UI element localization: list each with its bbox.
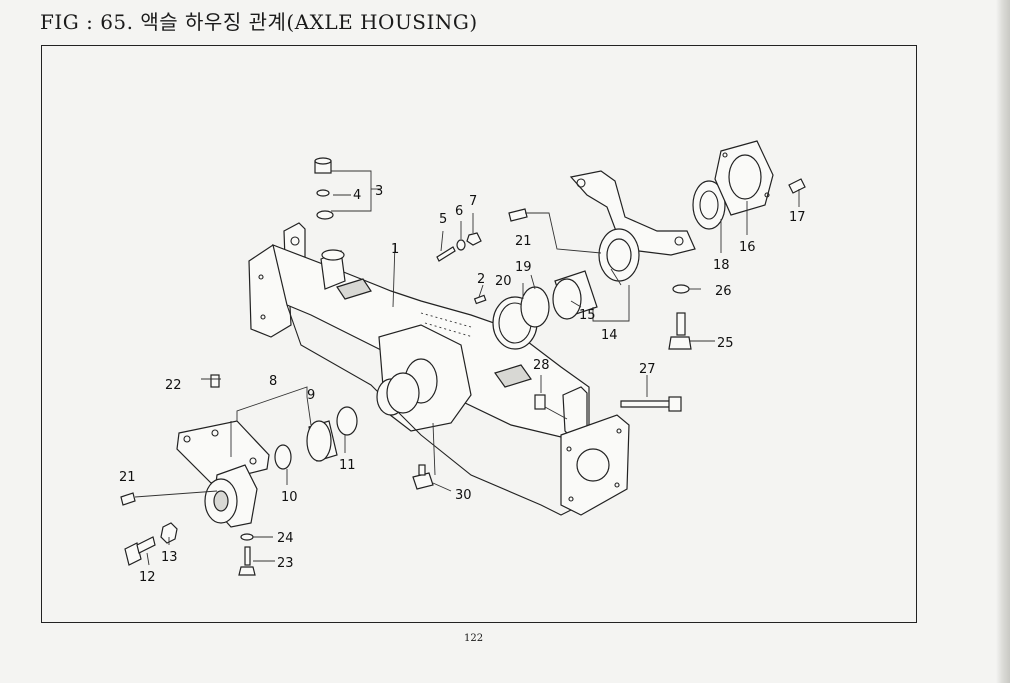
callout-21-right: 21: [515, 234, 532, 249]
callout-1: 1: [391, 242, 399, 257]
callout-3: 3: [375, 184, 383, 199]
callout-7: 7: [469, 194, 477, 209]
callout-17: 17: [789, 210, 806, 225]
callout-5: 5: [439, 212, 447, 227]
right-knuckle-assembly: [492, 140, 806, 412]
callout-6: 6: [455, 204, 463, 219]
callout-22: 22: [165, 378, 182, 393]
callout-19: 19: [515, 260, 532, 275]
callout-10: 10: [281, 490, 298, 505]
leader-lines: [134, 170, 800, 566]
left-bracket-assembly: [120, 374, 358, 576]
callout-2: 2: [477, 272, 485, 287]
drawing-frame: [41, 45, 917, 623]
top-plug-assembly: [314, 157, 334, 220]
callout-4: 4: [353, 188, 361, 203]
callout-18: 18: [713, 258, 730, 273]
callout-8: 8: [269, 374, 277, 389]
callout-13: 13: [161, 550, 178, 565]
callout-25: 25: [717, 336, 734, 351]
callout-11: 11: [339, 458, 356, 473]
callout-16: 16: [739, 240, 756, 255]
callout-27: 27: [639, 362, 656, 377]
callout-23: 23: [277, 556, 294, 571]
callout-14: 14: [601, 328, 618, 343]
callout-15: 15: [579, 308, 596, 323]
page-number: 122: [464, 633, 484, 644]
axle-housing-body: [248, 222, 630, 516]
callout-9: 9: [307, 388, 315, 403]
callout-30: 30: [455, 488, 472, 503]
callout-21-left: 21: [119, 470, 136, 485]
callout-24: 24: [277, 531, 294, 546]
small-parts: [412, 232, 546, 490]
figure-title: FIG : 65. 액슬 하우징 관계(AXLE HOUSING): [40, 10, 478, 34]
exploded-parts-diagram: 1 2 3 4 5 6 7 8 9 10 11 12 13 14 15 16 1…: [119, 140, 806, 585]
callout-12: 12: [139, 570, 156, 585]
callout-28: 28: [533, 358, 550, 373]
scan-edge-shadow: [996, 0, 1010, 683]
callout-26: 26: [715, 284, 732, 299]
callout-numbers: 1 2 3 4 5 6 7 8 9 10 11 12 13 14 15 16 1…: [119, 184, 806, 585]
callout-20: 20: [495, 274, 512, 289]
